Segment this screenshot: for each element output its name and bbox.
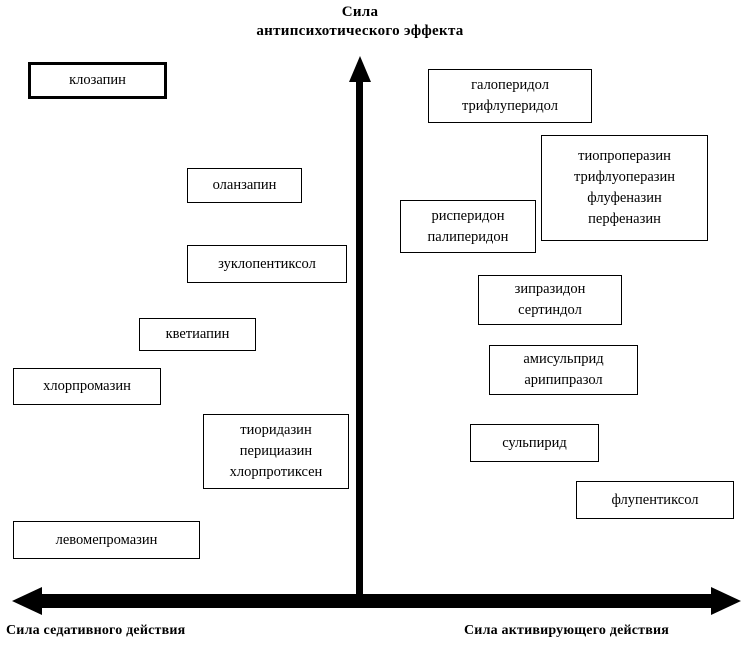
- drug-name: галоперидол: [471, 77, 549, 93]
- drug-name: сульпирид: [502, 434, 567, 451]
- drug-name: рисперидон: [431, 207, 505, 224]
- drug-name: перициазин: [239, 443, 313, 459]
- vertical-axis-title: Сила антипсихотического эффекта: [190, 3, 530, 41]
- vertical-axis-title-line-2: антипсихотического эффекта: [256, 23, 464, 39]
- drug-name: арипипразол: [524, 372, 603, 388]
- horizontal-axis-arrowhead-right: [711, 587, 741, 615]
- drug-name: амисульприд: [523, 351, 604, 367]
- vertical-axis-arrowhead: [349, 56, 371, 82]
- drug-name: трифлуперидол: [462, 98, 558, 114]
- drug-box-clozapine: клозапин: [28, 62, 167, 99]
- drug-box-flupentixol: флупентиксол: [576, 481, 734, 519]
- drug-name: сертиндол: [518, 302, 582, 318]
- drug-box-olanzapine: оланзапин: [187, 168, 302, 203]
- drug-box-thioridazine: тиоридазин перициазин хлорпротиксен: [203, 414, 349, 489]
- horizontal-axis-arrowhead-left: [12, 587, 42, 615]
- drug-box-thioproperazine: тиопроперазин трифлуоперазин флуфеназин пер…: [541, 135, 708, 241]
- drug-name: трифлуоперазин: [573, 169, 676, 185]
- drug-box-risperidone: рисперидон палиперидон: [400, 200, 536, 253]
- horizontal-axis-line: [40, 594, 713, 608]
- drug-name: хлорпротиксен: [229, 464, 323, 480]
- drug-box-quetiapine: кветиапин: [139, 318, 256, 351]
- vertical-axis-line: [356, 80, 363, 602]
- drug-name: оланзапин: [212, 177, 277, 193]
- drug-name: палиперидон: [427, 228, 509, 245]
- drug-name: зипразидон: [514, 281, 586, 297]
- drug-name: клозапин: [69, 72, 126, 88]
- horizontal-axis-right-label: Сила активирующего действия: [464, 623, 670, 638]
- drug-name: флуфеназин: [587, 190, 662, 206]
- drug-box-sulpiride: сульпирид: [470, 424, 599, 462]
- drug-box-amisulpride: амисульприд арипипразол: [489, 345, 638, 395]
- drug-box-levomepromazine: левомепромазин: [13, 521, 200, 559]
- drug-name: кветиапин: [165, 326, 230, 342]
- drug-box-ziprasidone: зипразидон сертиндол: [478, 275, 622, 325]
- drug-name: тиоридазин: [240, 422, 312, 438]
- drug-name: тиопроперазин: [578, 148, 671, 164]
- drug-name: перфеназин: [588, 211, 661, 227]
- drug-name: флупентиксол: [611, 491, 699, 508]
- drug-box-chlorpromazine: хлорпромазин: [13, 368, 161, 405]
- drug-name: зуклопентиксол: [218, 255, 316, 272]
- drug-name: хлорпромазин: [43, 378, 131, 394]
- horizontal-axis-left-label: Сила седативного действия: [6, 623, 186, 638]
- drug-box-zuclopenthixol: зуклопентиксол: [187, 245, 347, 283]
- vertical-axis-title-line-1: Сила: [341, 4, 379, 20]
- drug-box-haloperidol: галоперидол трифлуперидол: [428, 69, 592, 123]
- drug-name: левомепромазин: [55, 531, 158, 548]
